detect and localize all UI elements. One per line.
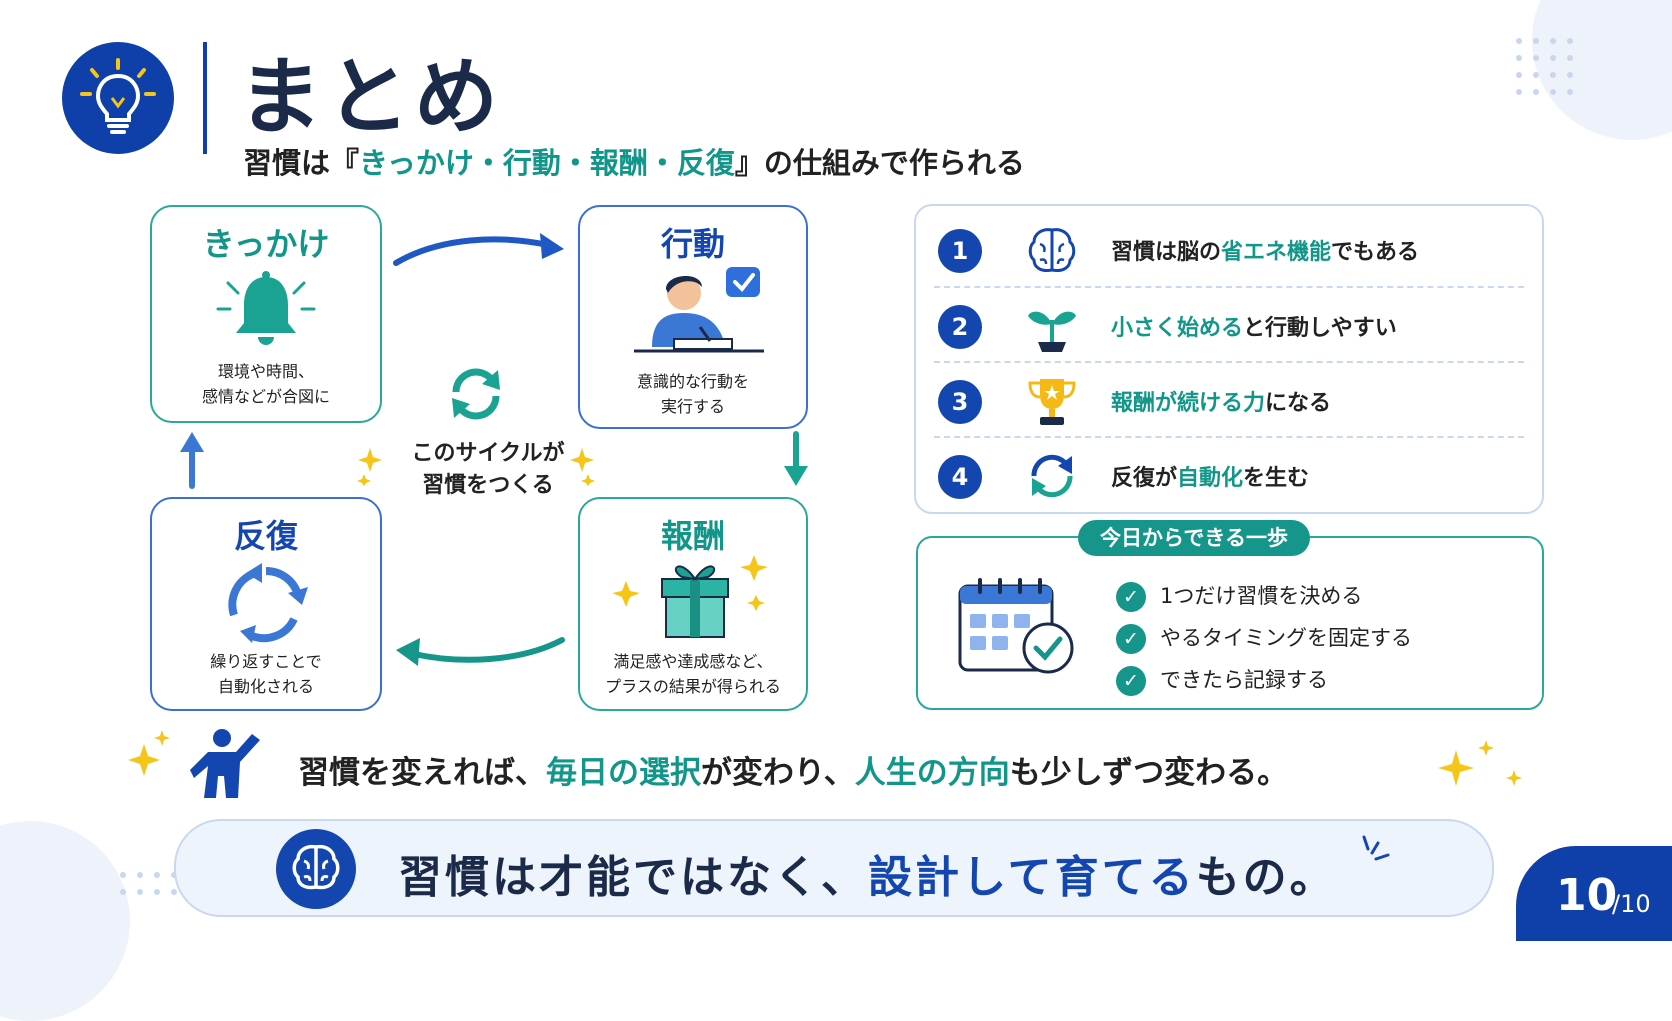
page-title: まとめ [238,48,503,146]
title-accent-bar [203,42,207,154]
dot-pattern [120,872,177,895]
sparkle-icon [357,448,382,486]
row-divider [934,436,1524,438]
point-row: 4 反復が自動化を生む [916,438,1542,512]
point-row: 1 習慣は脳の省エネ機能でもある [916,212,1542,286]
card-action: 行動 意識的な行動を 実行する [578,205,808,429]
brain-badge [276,829,356,909]
card-desc: プラスの結果が得られる [605,677,781,696]
step-item: ✓できたら記録する [1116,664,1328,696]
page-total: /10 [1612,890,1651,918]
point-number: 4 [938,455,982,499]
arrow-trigger-to-action [393,233,564,266]
arrow-action-to-reward [784,431,808,486]
conclusion-bar: 習慣は才能ではなく、設計して育てるもの。 [174,819,1494,917]
cycle-arrows-icon [228,563,308,643]
sparkle-icon [1438,740,1522,786]
card-desc: 自動化される [217,677,314,696]
lightbulb-logo [62,42,174,154]
arrow-reward-to-repeat [396,637,565,666]
point-text: 習慣は脳の省エネ機能でもある [1111,240,1420,265]
point-text: 報酬が続ける力になる [1111,391,1332,416]
trophy-icon [1028,379,1076,425]
cycle-icon [1031,454,1073,498]
card-desc: 実行する [660,397,725,416]
first-steps-panel: 今日からできる一歩 ✓1つだけ習慣を決める ✓やるタイミングを固定する ✓できた… [916,520,1544,710]
brain-icon [292,844,340,890]
point-row: 2 小さく始めると行動しやすい [916,288,1542,362]
point-number: 1 [938,229,982,273]
conclusion-text: 習慣は才能ではなく、設計して育てるもの。 [398,852,1337,903]
row-divider [934,286,1524,288]
emphasis-lines-icon [1362,835,1390,861]
key-points-panel: 1 習慣は脳の省エネ機能でもある 2 小さく始めると行動しやすい 3 報酬が続け… [914,204,1544,514]
person-cheering-icon [190,729,260,798]
card-trigger: きっかけ 環境や時間、 感情などが合図に [150,205,382,423]
cycle-center-label: このサイクルが 習慣をつくる [411,441,565,498]
dot-pattern [1516,38,1573,95]
card-desc: 環境や時間、 [217,362,314,381]
row-divider [934,361,1524,363]
card-desc: 感情などが合図に [201,387,330,406]
first-steps-heading: 今日からできる一歩 [1078,520,1310,556]
sprout-icon [1028,311,1076,352]
point-text: 反復が自動化を生む [1111,466,1310,491]
point-row: 3 報酬が続ける力になる [916,363,1542,437]
lightbulb-icon [80,58,156,134]
sparkle-icon [570,448,595,486]
card-title: 報酬 [660,517,725,555]
card-desc: 意識的な行動を [636,372,749,391]
gift-icon [612,555,768,638]
bell-icon [216,271,316,345]
arrow-repeat-to-trigger [180,432,204,489]
calendar-icon [958,578,1074,674]
point-text: 小さく始めると行動しやすい [1111,316,1397,341]
check-icon: ✓ [1116,582,1146,612]
card-title: きっかけ [202,225,330,263]
point-number: 3 [938,380,982,424]
step-item: ✓やるタイミングを固定する [1116,622,1412,654]
card-reward: 報酬 満足感や達成感など、 プラスの結果が得られる [578,497,808,711]
person-writing-illustration [634,267,764,353]
corner-decoration [0,821,130,1021]
card-desc: 繰り返すことで [210,652,322,671]
subtitle-highlight: きっかけ・行動・報酬・反復 [359,146,735,180]
point-number: 2 [938,305,982,349]
card-repeat: 反復 繰り返すことで 自動化される [150,497,382,711]
check-icon: ✓ [1116,666,1146,696]
sparkle-icon [128,730,170,776]
page-number-badge: 10 /10 [1516,846,1672,941]
message-line: 習慣を変えれば、毎日の選択が変わり、人生の方向も少しずつ変わる。 [298,755,1289,791]
refresh-icon [452,368,500,420]
card-desc: 満足感や達成感など、 [613,652,773,671]
card-title: 行動 [660,225,725,263]
brain-icon [1028,228,1076,272]
subtitle: 習慣は『きっかけ・行動・報酬・反復』の仕組みで作られる [243,146,1025,180]
step-item: ✓1つだけ習慣を決める [1116,580,1362,612]
page-current: 10 [1556,870,1618,921]
card-title: 反復 [233,517,298,555]
check-icon: ✓ [1116,624,1146,654]
